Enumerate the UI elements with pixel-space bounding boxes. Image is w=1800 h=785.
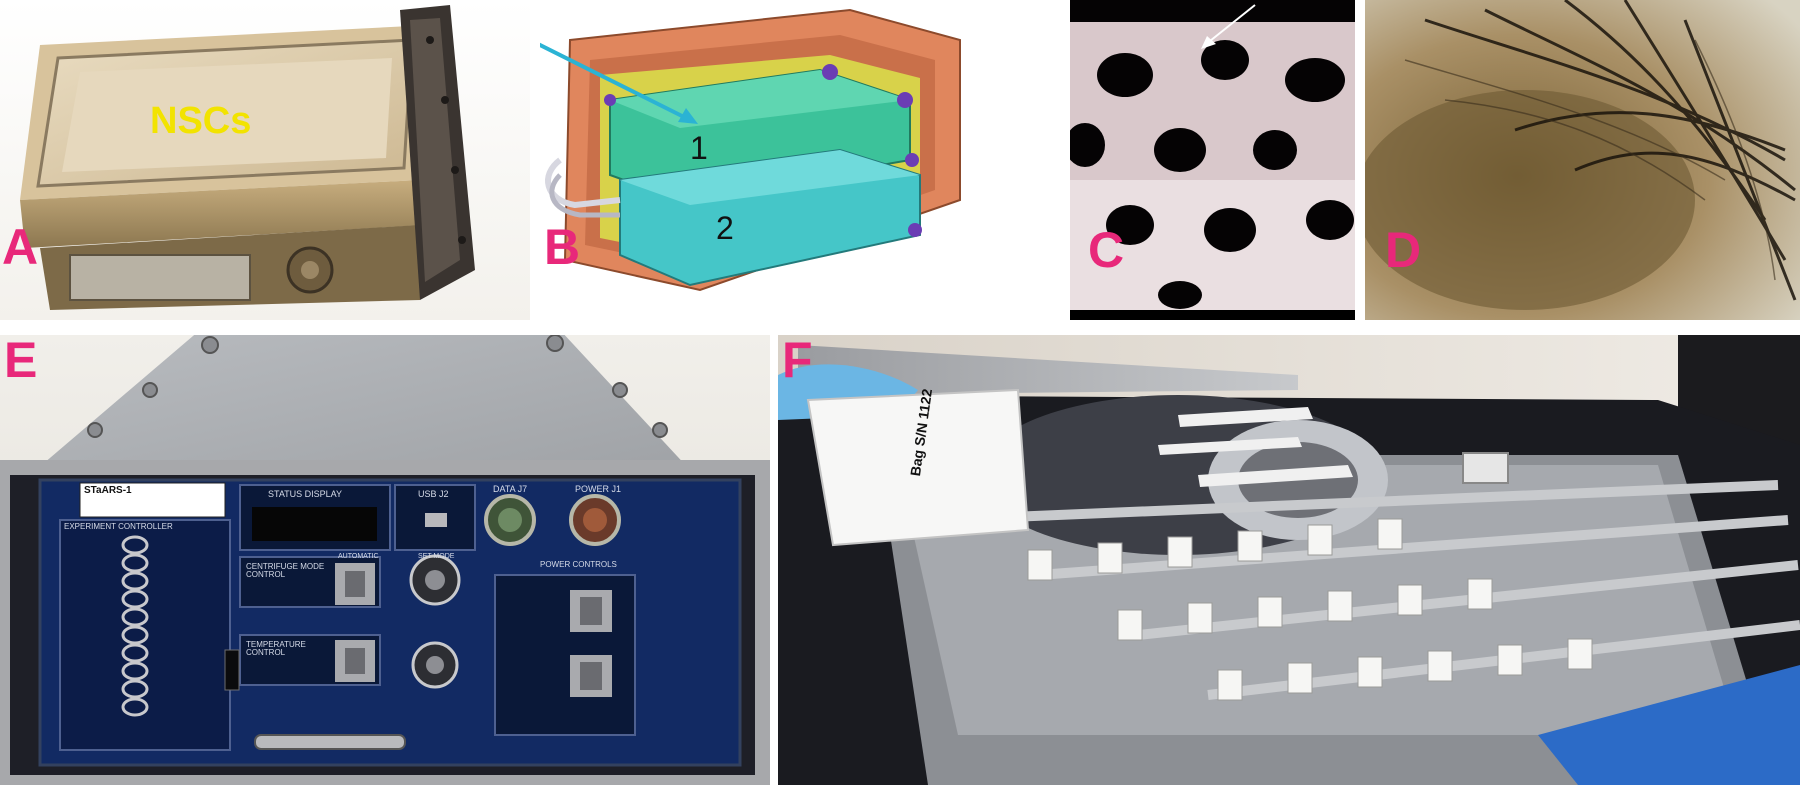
nscs-overlay-label: NSCs [150,100,252,142]
panel-d-micrograph: D [1365,0,1800,320]
panel-c-image [1070,0,1355,320]
panel-label-a: A [2,219,39,275]
experiment-controller-label: EXPERIMENT CONTROLLER [64,522,173,531]
usb-port-label: USB J2 [418,489,449,499]
data-port-label: DATA J7 [493,484,528,494]
power-port-label: POWER J1 [575,484,622,494]
module-marker-1: 1 [690,130,708,166]
panel-a-hardware-photo: NSCs A [0,0,530,320]
panel-label-e: E [4,335,38,388]
status-display-label: STATUS DISPLAY [268,489,343,499]
centrifuge-control-label: CENTRIFUGE MODE CONTROL [246,562,325,579]
panel-b-cad-render: 1 2 B [540,0,1060,320]
panel-e-flight-hardware-front: STaARS-1 STATUS DISPLAY USB J2 DATA J7 P… [0,335,770,785]
panel-f-open-hardware: Bag S/N 1122 F [778,335,1800,785]
panel-label-d: D [1385,222,1422,278]
panel-label-c: C [1088,222,1125,278]
nameplate-text: STaARS-1 [84,485,132,496]
module-marker-2: 2 [716,210,734,246]
panel-d-image [1365,0,1800,320]
automatic-label: AUTOMATIC [338,553,379,560]
set-mode-label: SET MODE [418,553,455,560]
panel-e-image [0,335,770,785]
panel-label-b: B [544,219,581,275]
panel-label-f: F [782,335,813,388]
temperature-control-label: TEMPERATURE CONTROL [246,640,306,657]
panel-b-image [540,0,1060,320]
panel-a-image [0,0,530,320]
panel-c-micrograph: C [1070,0,1355,320]
panel-f-image [778,335,1800,785]
power-controls-label: POWER CONTROLS [540,560,617,569]
